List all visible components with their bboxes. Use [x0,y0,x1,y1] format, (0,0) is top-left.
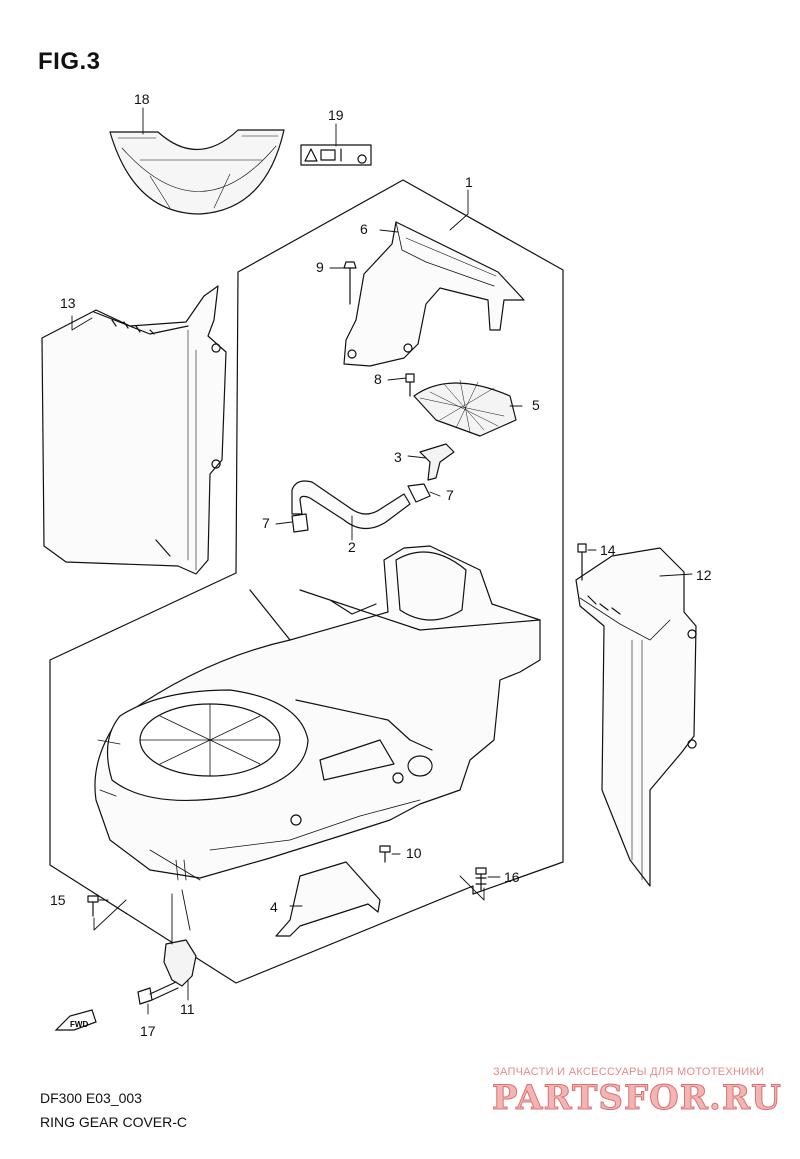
callout-17: 17 [140,1023,156,1039]
part-4-bracket [275,861,381,937]
fwd-arrow-text: FWD [70,1020,88,1029]
figure-label: FIG.3 [38,48,101,75]
leader-lines [71,107,693,1015]
watermark-tagline: ЗАПЧАСТИ И АКСЕССУАРЫ ДЛЯ МОТОТЕХНИКИ [493,1066,765,1078]
callout-14: 14 [600,542,616,558]
part-18-mesh-cover [109,129,285,215]
callout-13: 13 [60,295,76,311]
callout-12: 12 [696,567,712,583]
assembly-1-boundary [49,179,564,984]
part-16-bolt [475,867,487,891]
callout-19: 19 [328,107,344,123]
part-7-clip-right [407,483,431,503]
callout-4: 4 [270,899,278,915]
callout-1: 1 [465,174,473,190]
callout-2: 2 [348,539,356,555]
part-12-right-cover [575,547,697,887]
callout-7-left: 7 [262,515,270,531]
callout-6: 6 [360,221,368,237]
callout-5: 5 [532,397,540,413]
part-7-clip-left [291,513,309,533]
watermark-logo: PARTSFOR.RU [492,1078,782,1119]
part-15-bolt [87,895,99,917]
model-code: DF300 E03_003 [40,1090,142,1106]
part-13-left-cover [41,285,227,575]
callout-11: 11 [180,1001,195,1017]
part-17-bolt [137,981,179,1005]
callout-18: 18 [134,91,150,107]
callout-10: 10 [406,845,422,861]
part-2-hose [291,480,411,530]
ring-gear-cover-body [94,545,541,881]
fwd-arrow-icon: FWD [54,1009,97,1031]
part-19-warning-label [300,144,372,166]
assembly-title: RING GEAR COVER-C [40,1114,188,1130]
callout-16: 16 [504,869,520,885]
part-6-bracket [343,221,525,367]
part-9-bolt [343,261,357,305]
callout-9: 9 [316,259,324,275]
callout-3: 3 [394,449,402,465]
part-14-bolt [577,543,587,581]
part-8-bolt [405,373,415,397]
part-5-filter-grill [413,379,517,437]
callout-7-right: 7 [446,487,454,503]
part-3-fitting [419,443,455,481]
callout-15: 15 [50,892,66,908]
part-11-bracket [163,939,197,987]
part-10-bolt [379,845,391,863]
callout-8: 8 [374,371,382,387]
